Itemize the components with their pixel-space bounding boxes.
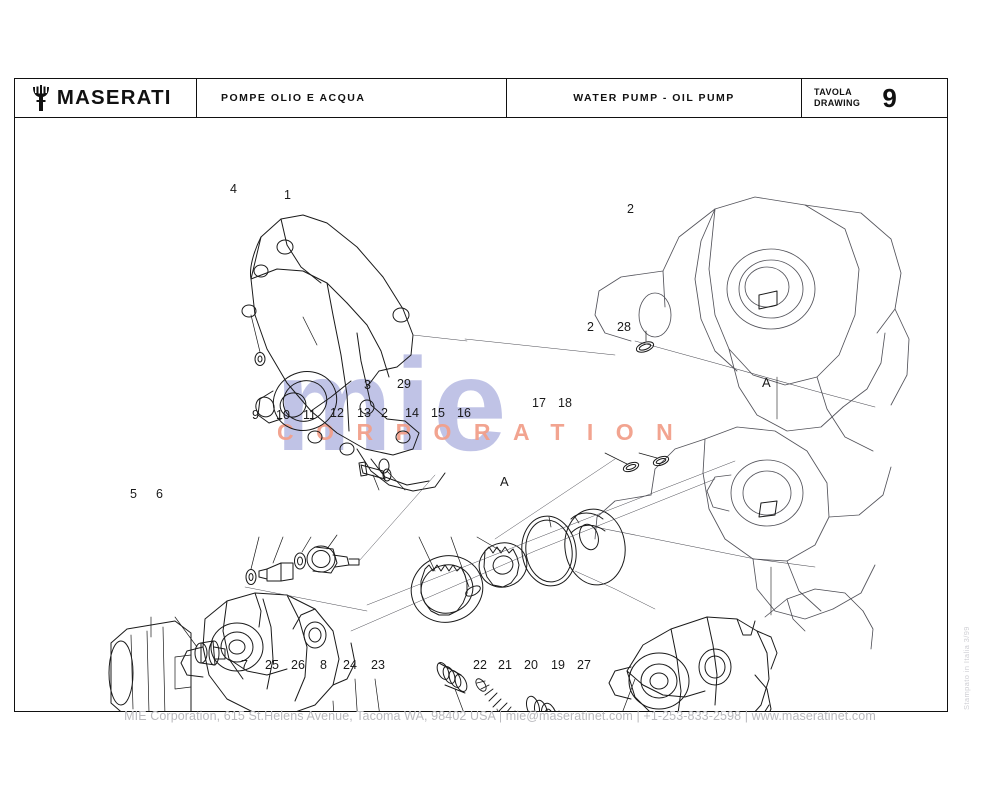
callout-number-18: 18 [558,396,572,410]
section-mark-A: A [762,375,771,390]
trident-icon [33,85,49,111]
drawing-number-block: TAVOLA DRAWING 9 [802,79,947,117]
callout-number-9: 9 [252,408,259,422]
part-2-gasket-lower [622,461,640,473]
part-20-washers [525,695,557,711]
part-28-gasket [652,455,670,467]
footer-contact-text: MIE Corporation, 615 St.Helens Avenue, T… [124,709,876,723]
part-9-washer [245,569,257,585]
brand-block: MASERATI [15,79,197,117]
callout-number-27: 27 [577,658,591,672]
callout-number-29: 29 [397,377,411,391]
page-footer: MIE Corporation, 615 St.Helens Avenue, T… [0,705,1000,727]
part-2-gasket-upper [635,341,655,353]
callout-number-11: 11 [303,408,316,422]
callout-number-13: 13 [357,406,371,420]
part-4-washer [254,352,266,366]
tavola-label: TAVOLA [814,87,853,97]
callout-number-7: 7 [241,658,248,672]
callout-number-4: 4 [230,182,237,196]
oil-pump-assembled [608,616,778,711]
part-16-inner-rotor [478,542,528,588]
drawing-title-english-text: WATER PUMP - OIL PUMP [573,92,735,104]
callout-number-6: 6 [156,487,163,501]
callout-number-20: 20 [524,658,538,672]
callout-number-2: 2 [587,320,594,334]
page-side-code-text: Stampato in Italia 3/99 [962,626,971,710]
drawing-title-italian-text: POMPE OLIO E ACQUA [221,92,366,104]
callout-number-2: 2 [627,202,634,216]
callout-number-23: 23 [371,658,385,672]
callout-number-14: 14 [405,406,419,420]
drawing-title-english: WATER PUMP - OIL PUMP [507,79,802,117]
drawing-label: DRAWING [814,98,861,108]
section-mark-A: A [500,474,509,489]
part-5-oil-filter [108,620,192,711]
part-21-spring [475,678,516,711]
oil-pump-housing [180,592,356,711]
callout-number-15: 15 [431,406,445,420]
engine-block-reference [594,196,910,620]
diagram-linework [108,196,910,711]
callout-number-10: 10 [276,408,290,422]
part-10-fitting [258,562,294,582]
callout-number-25: 25 [265,658,279,672]
callout-number-17: 17 [532,396,546,410]
callout-number-2: 2 [381,406,388,420]
brand-wordmark: MASERATI [56,86,172,109]
exploded-parts-diagram: mie CORPORATION [15,119,947,711]
water-pump-body [241,214,446,492]
page-side-code: Stampato in Italia 3/99 [948,624,971,710]
part-11-washer [294,552,306,570]
callout-number-1: 1 [284,188,291,202]
part-29-washer [378,458,390,474]
part-17-o-ring [521,515,577,587]
callout-number-8: 8 [320,658,327,672]
callout-number-24: 24 [343,658,357,672]
callout-number-19: 19 [551,658,565,672]
callout-number-16: 16 [457,406,471,420]
part-15-pin [465,585,481,597]
part-18-cover [564,508,626,586]
callout-number-3: 3 [364,378,371,392]
drawing-title-bar: MASERATI POMPE OLIO E ACQUA WATER PUMP -… [14,78,948,118]
callout-number-21: 21 [498,658,512,672]
part-6-nipple [194,640,226,666]
part-12-sensor [306,545,360,574]
drawing-number: 9 [882,83,897,113]
drawing-title-italian: POMPE OLIO E ACQUA [197,79,507,117]
callout-number-22: 22 [473,658,487,672]
callout-number-12: 12 [330,406,344,420]
callout-number-5: 5 [130,487,137,501]
part-22-bushing [436,662,468,694]
callout-number-26: 26 [291,658,305,672]
callout-number-28: 28 [617,320,631,334]
